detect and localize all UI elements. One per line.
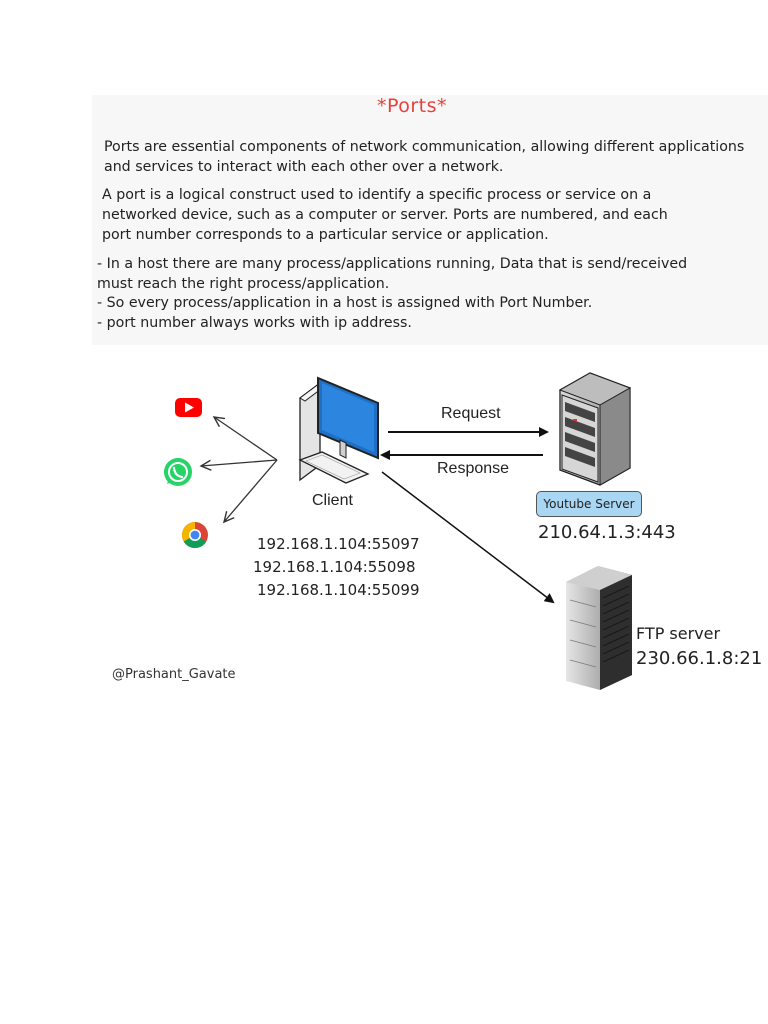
page-title: *Ports* <box>376 95 448 117</box>
intro-paragraph: Ports are essential components of networ… <box>104 139 745 175</box>
client-port-address: 192.168.1.104:55098 <box>253 558 416 576</box>
ftp-server-icon <box>566 566 632 690</box>
whatsapp-icon <box>164 458 192 486</box>
ftp-server-label: FTP server <box>636 624 721 643</box>
client-port-address: 192.168.1.104:55097 <box>257 535 420 553</box>
youtube-icon <box>175 398 202 417</box>
youtube-server-address: 210.64.1.3:443 <box>538 522 676 543</box>
app-connector-lines <box>201 417 278 522</box>
bullet-item: - port number always works with ip addre… <box>97 314 412 331</box>
client-computer-icon <box>298 376 379 484</box>
ftp-arrow <box>381 471 555 604</box>
chrome-icon <box>181 521 208 549</box>
youtube-server-icon <box>558 372 632 486</box>
bullet-item: - So every process/application in a host… <box>97 295 593 311</box>
youtube-server-badge: Youtube Server <box>536 491 642 517</box>
client-ports-list: 192.168.1.104:55097 192.168.1.104:55098 … <box>253 533 420 602</box>
request-label: Request <box>441 405 501 422</box>
client-label: Client <box>312 492 353 509</box>
bullet-item: - In a host there are many process/appli… <box>97 256 688 292</box>
bullet-list: - In a host there are many process/appli… <box>97 255 687 333</box>
ftp-server-address: 230.66.1.8:21 <box>636 648 763 669</box>
client-port-address: 192.168.1.104:55099 <box>257 581 420 599</box>
author-handle: @Prashant_Gavate <box>112 667 236 682</box>
response-label: Response <box>437 460 510 477</box>
definition-paragraph: A port is a logical construct used to id… <box>102 187 668 243</box>
notes-panel: *Ports* Ports are essential components o… <box>92 95 768 345</box>
